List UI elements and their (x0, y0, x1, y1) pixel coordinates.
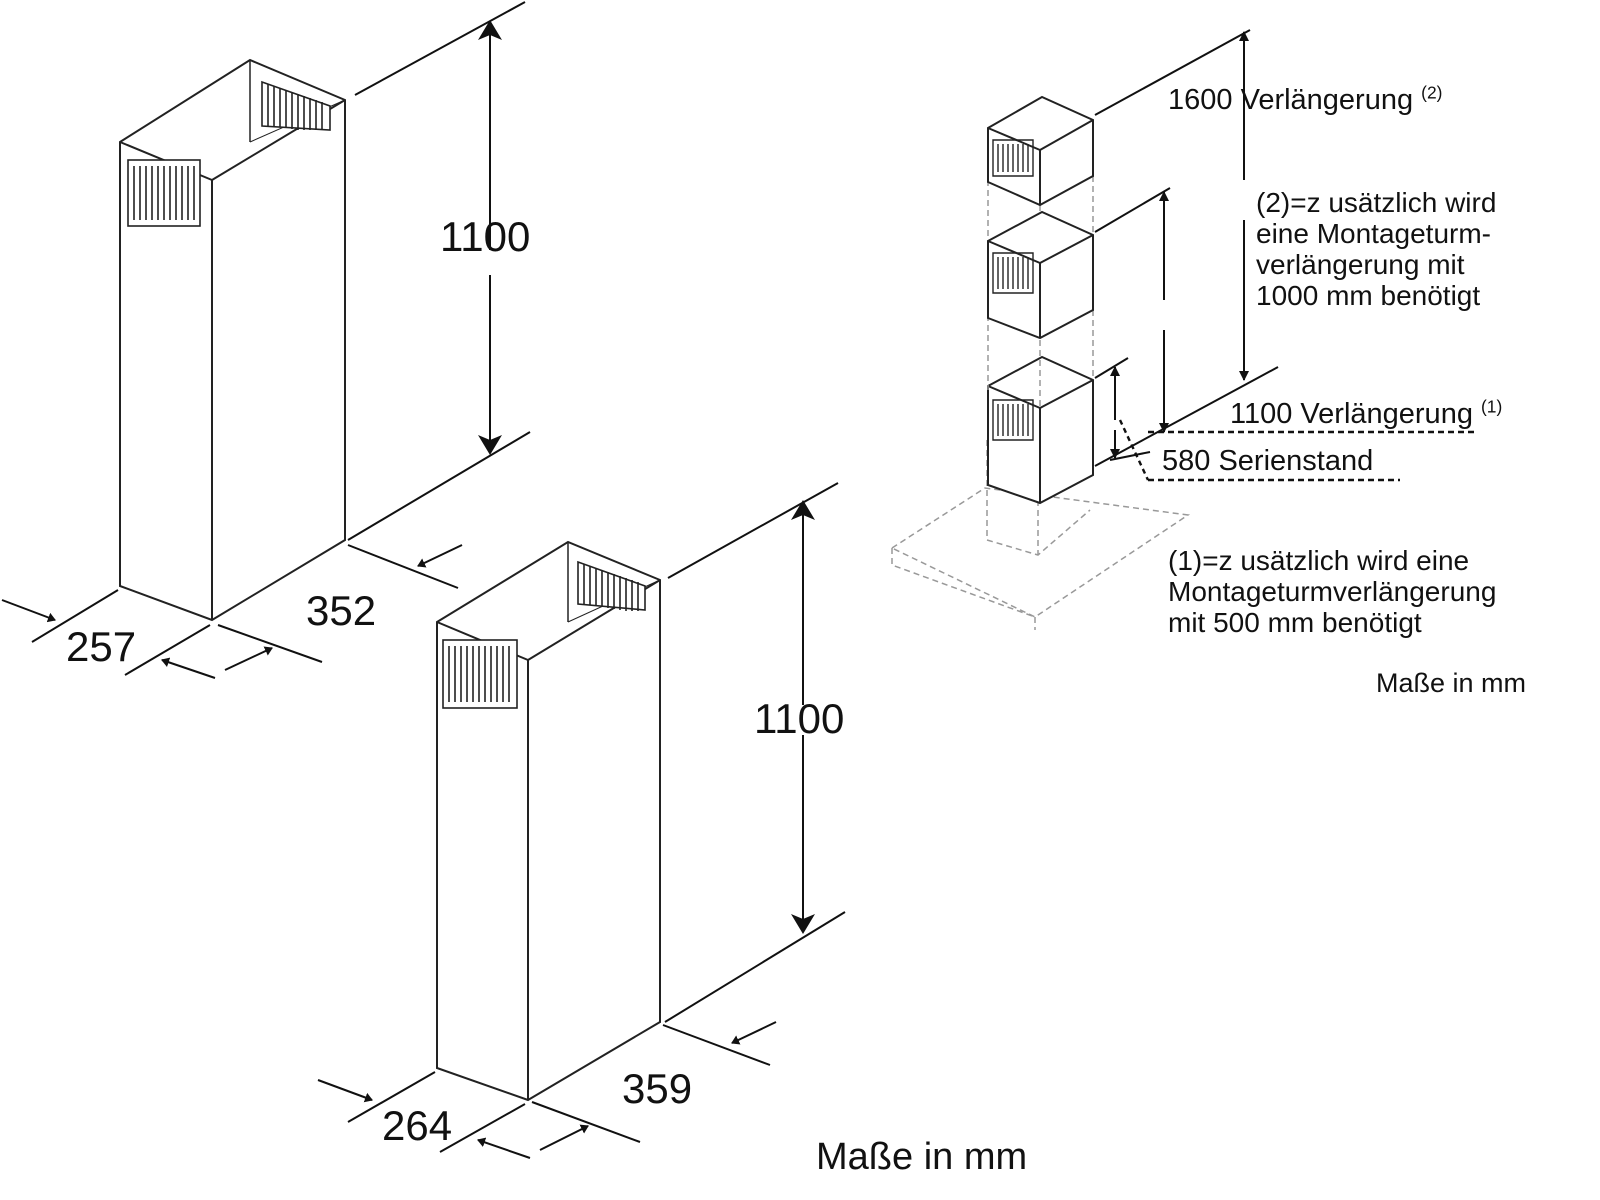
chimney-a-width-label: 257 (66, 623, 137, 670)
chimney-a-width-dimension (1, 589, 216, 679)
vent-grille-back (577, 560, 646, 611)
extension-1100-text: 1100 Verlängerung (1230, 398, 1473, 430)
extension-1100-ref: (1) (1481, 396, 1503, 417)
note-2-line: verlängerung mit (1256, 249, 1465, 280)
vent-grille-front (127, 159, 201, 227)
note-2-line: eine Montageturm- (1256, 218, 1492, 249)
note-1-line: (1)=z usätzlich wird eine (1168, 545, 1470, 576)
note-1: (1)=z usätzlich wird eine Montageturmver… (1168, 545, 1568, 638)
tower-module-bottom (987, 355, 1094, 505)
chimney-b (436, 540, 661, 1102)
extension-1600-label: 1600 Verlängerung (2) (1168, 84, 1442, 116)
extension-1100-label: 1100 Verlängerung (1) (1230, 398, 1502, 430)
units-label-right: Maße in mm (1376, 668, 1527, 698)
extension-dimensions (1094, 29, 1478, 482)
extension-diagram (890, 29, 1478, 630)
chimney-b-height-dimension (664, 482, 846, 1023)
vent-grille-back (261, 80, 331, 131)
note-2-line: 1000 mm benötigt (1256, 280, 1481, 311)
note-2: (2)=z usätzlich wird eine Montageturm- v… (1256, 187, 1586, 311)
extension-1600-ref: (2) (1421, 82, 1443, 103)
chimney-b-height-label: 1100 (754, 695, 845, 742)
vent-grille-front (442, 639, 518, 709)
chimney-a (119, 58, 346, 622)
tower-module-middle (987, 210, 1094, 340)
chimney-b-width-label: 264 (382, 1102, 453, 1149)
note-2-line: (2)=z usätzlich wird (1256, 187, 1497, 218)
chimney-b-width-dimension (317, 1071, 531, 1159)
note-1-line: mit 500 mm benötigt (1168, 607, 1422, 638)
chimney-b-depth-dimension (531, 1021, 777, 1151)
extension-1600-text: 1600 Verlängerung (1168, 84, 1414, 116)
chimney-b-depth-label: 359 (622, 1065, 693, 1112)
units-label-bottom: Maße in mm (816, 1136, 1028, 1178)
standard-580-label: 580 Serienstand (1162, 445, 1374, 477)
chimney-a-depth-label: 352 (306, 587, 377, 634)
tower-module-top (987, 95, 1094, 207)
note-1-line: Montageturmverlängerung (1168, 576, 1497, 607)
chimney-a-depth-dimension (217, 544, 463, 671)
chimney-a-height-label: 1100 (440, 213, 531, 260)
chimney-a-height-dimension (347, 1, 531, 541)
hood-outline (890, 440, 1191, 630)
